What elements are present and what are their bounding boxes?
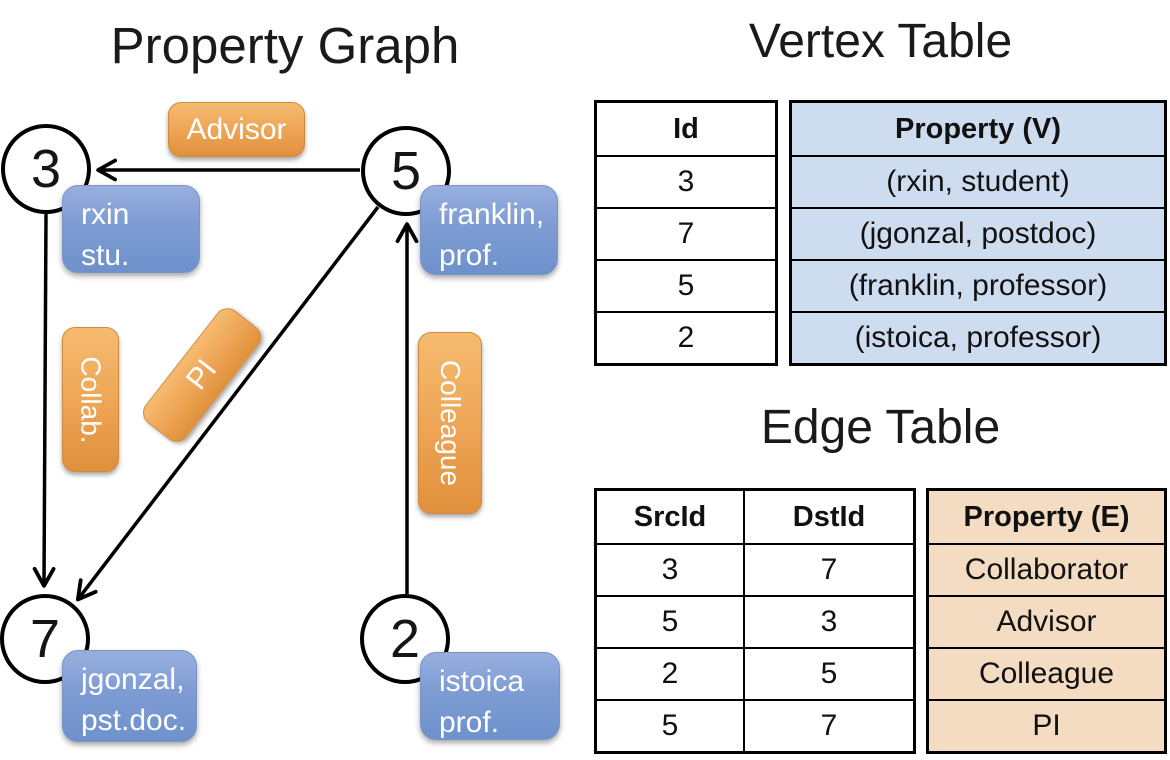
vertex-table: Id 3 7 5 2 Property (V) (rxin, student) … (594, 100, 1167, 366)
vertex-node-7-id: 7 (29, 609, 61, 669)
edge-table-header-srcid: SrcId (597, 491, 745, 543)
vertex-node-3-id: 3 (30, 139, 62, 199)
edge-3-7-collaborator-arrow (32, 213, 56, 588)
edge-dst-cell: 3 (745, 595, 913, 647)
edge-dst-cell: 7 (745, 699, 913, 751)
edge-table-header-dstid: DstId (792, 500, 866, 533)
vertex-node-2: 2 (360, 594, 450, 684)
edge-label-collab: Collab. (62, 327, 119, 472)
vertex-id-cell: 5 (597, 259, 775, 311)
vertex-property-cell: (jgonzal, postdoc) (792, 207, 1164, 259)
edge-label-advisor: Advisor (168, 102, 305, 157)
edge-dst-cell: 7 (745, 543, 913, 595)
edge-src-cell: 5 (597, 699, 745, 751)
vertex-table-id-column: Id 3 7 5 2 (594, 100, 778, 366)
vertex-node-2-id: 2 (389, 609, 421, 669)
edge-src-cell: 5 (597, 595, 745, 647)
vertex-table-title: Vertex Table (748, 15, 1013, 68)
vertex-property-cell: (rxin, student) (792, 155, 1164, 207)
vertex-table-header-id: Id (673, 112, 699, 145)
vertex-property-cell: (istoica, professor) (792, 311, 1164, 363)
edge-table: SrcId DstId 3 7 5 3 2 5 5 7 Property (E)… (594, 488, 1167, 754)
edge-property-cell: PI (929, 699, 1164, 751)
vertex-node-5: 5 (361, 126, 451, 216)
edge-property-cell: Advisor (929, 595, 1164, 647)
edge-label-colleague-text: Colleague (435, 359, 467, 487)
vertex-id-cell: 7 (597, 207, 775, 259)
vertex-property-cell: (franklin, professor) (792, 259, 1164, 311)
edge-5-7-pi-arrow (75, 205, 380, 602)
graph-edges-layer (32, 158, 419, 602)
vertex-property-box-2: istoica prof. (420, 652, 560, 740)
vertex-property-box-5: franklin, prof. (420, 185, 558, 275)
vertex-property-box-3: rxin stu. (62, 185, 200, 273)
vertex-table-header-property: Property (V) (792, 103, 1164, 155)
edge-src-cell: 2 (597, 647, 745, 699)
edge-src-cell: 3 (597, 543, 745, 595)
edge-label-colleague: Colleague (418, 332, 482, 514)
edge-dst-cell: 5 (745, 647, 913, 699)
edge-table-header-property: Property (E) (929, 491, 1164, 543)
vertex-id-cell: 3 (597, 155, 775, 207)
edge-label-collab-text: Collab. (75, 355, 107, 444)
vertex-property-box-7: jgonzal, pst.doc. (62, 650, 197, 742)
edge-property-cell: Colleague (929, 647, 1164, 699)
property-graph-title: Property Graph (110, 17, 460, 74)
edge-table-property-column: Property (E) Collaborator Advisor Collea… (926, 488, 1167, 754)
vertex-table-property-column: Property (V) (rxin, student) (jgonzal, p… (789, 100, 1167, 366)
vertex-id-cell: 2 (597, 311, 775, 363)
vertex-node-5-id: 5 (390, 141, 422, 201)
edge-table-title: Edge Table (760, 401, 1001, 454)
edge-property-cell: Collaborator (929, 543, 1164, 595)
edge-table-src-dst-columns: SrcId DstId 3 7 5 3 2 5 5 7 (594, 488, 916, 754)
